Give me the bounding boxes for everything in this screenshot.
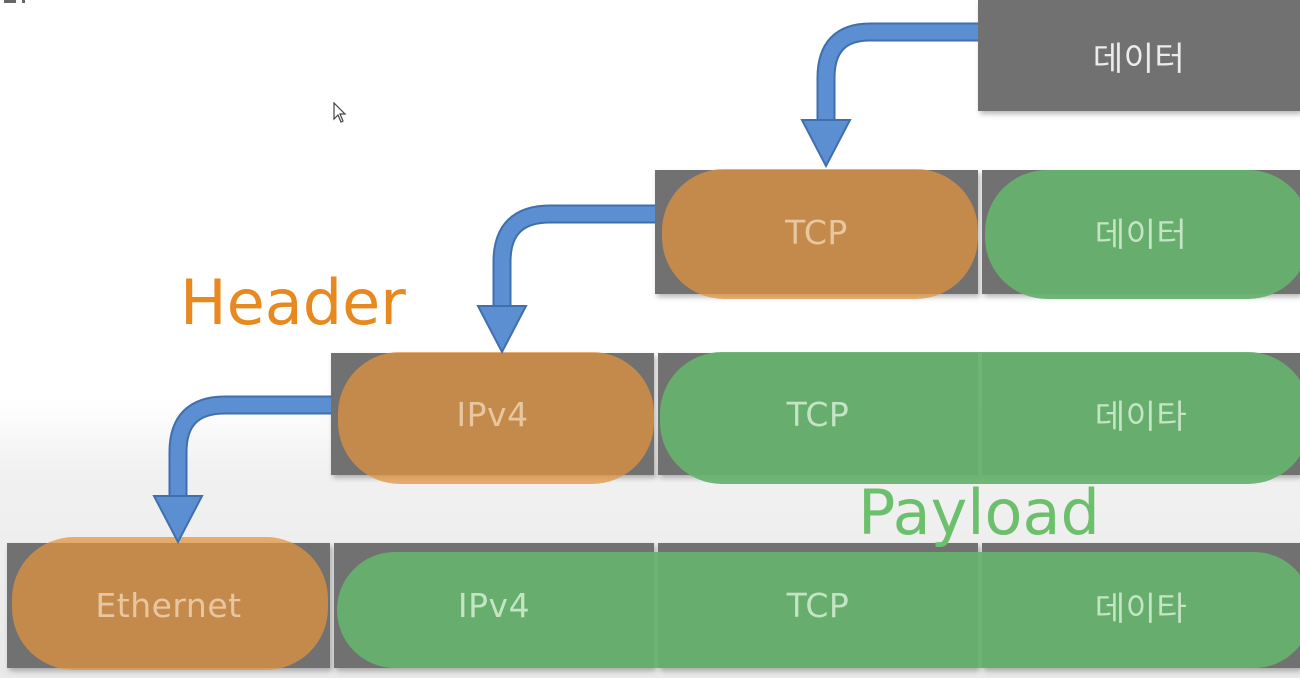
row-network-data-label: 데이타 xyxy=(1094,397,1188,436)
row-network-ipv4-text-box: IPv4 xyxy=(331,353,654,475)
row-link-tcp-label: TCP xyxy=(786,586,850,625)
row-transport-data-label: 데이터 xyxy=(1094,215,1188,254)
payload-annotation: Payload xyxy=(858,476,1100,549)
arrow-head-1 xyxy=(800,119,852,169)
row-link-data-text-box: 데이타 xyxy=(982,543,1300,668)
row-transport-tcp-text-box: TCP xyxy=(655,170,978,294)
arrow-transport-to-network xyxy=(492,204,655,310)
row-link-ipv4-label: IPv4 xyxy=(457,586,531,625)
row-application-data-cell: 데이터 xyxy=(978,0,1300,111)
link-payload-highlight xyxy=(337,552,1300,668)
arrow-network-to-link xyxy=(168,395,331,500)
arrow-application-to-transport xyxy=(816,22,978,125)
network-payload-highlight xyxy=(660,352,1300,484)
row-link-data-label: 데이타 xyxy=(1094,588,1188,628)
row-network-tcp-label: TCP xyxy=(786,394,850,434)
row-application-data-label: 데이터 xyxy=(1092,38,1186,78)
arrow-head-3 xyxy=(152,495,204,545)
header-annotation: Header xyxy=(180,266,406,339)
row-network-ipv4-label: IPv4 xyxy=(456,394,529,434)
row-network-tcp-text-box: TCP xyxy=(658,353,978,475)
row-link-ethernet-text-box: Ethernet xyxy=(7,543,330,668)
row-transport-data-text-box: 데이터 xyxy=(982,170,1300,294)
row-link-ethernet-label: Ethernet xyxy=(95,586,242,625)
transport-header-highlight xyxy=(662,169,978,299)
arrow-head-2 xyxy=(476,305,528,355)
row-network-data-text-box: 데이타 xyxy=(982,353,1300,475)
network-header-highlight xyxy=(338,352,654,484)
row-link-ipv4-text-box: IPv4 xyxy=(334,543,654,668)
cropped-title-fragment xyxy=(0,0,25,4)
row-transport-tcp-label: TCP xyxy=(785,212,848,252)
row-link-tcp-text-box: TCP xyxy=(658,543,978,668)
transport-payload-highlight xyxy=(985,170,1300,299)
mouse-pointer-icon xyxy=(333,102,347,123)
link-header-highlight xyxy=(12,537,328,670)
